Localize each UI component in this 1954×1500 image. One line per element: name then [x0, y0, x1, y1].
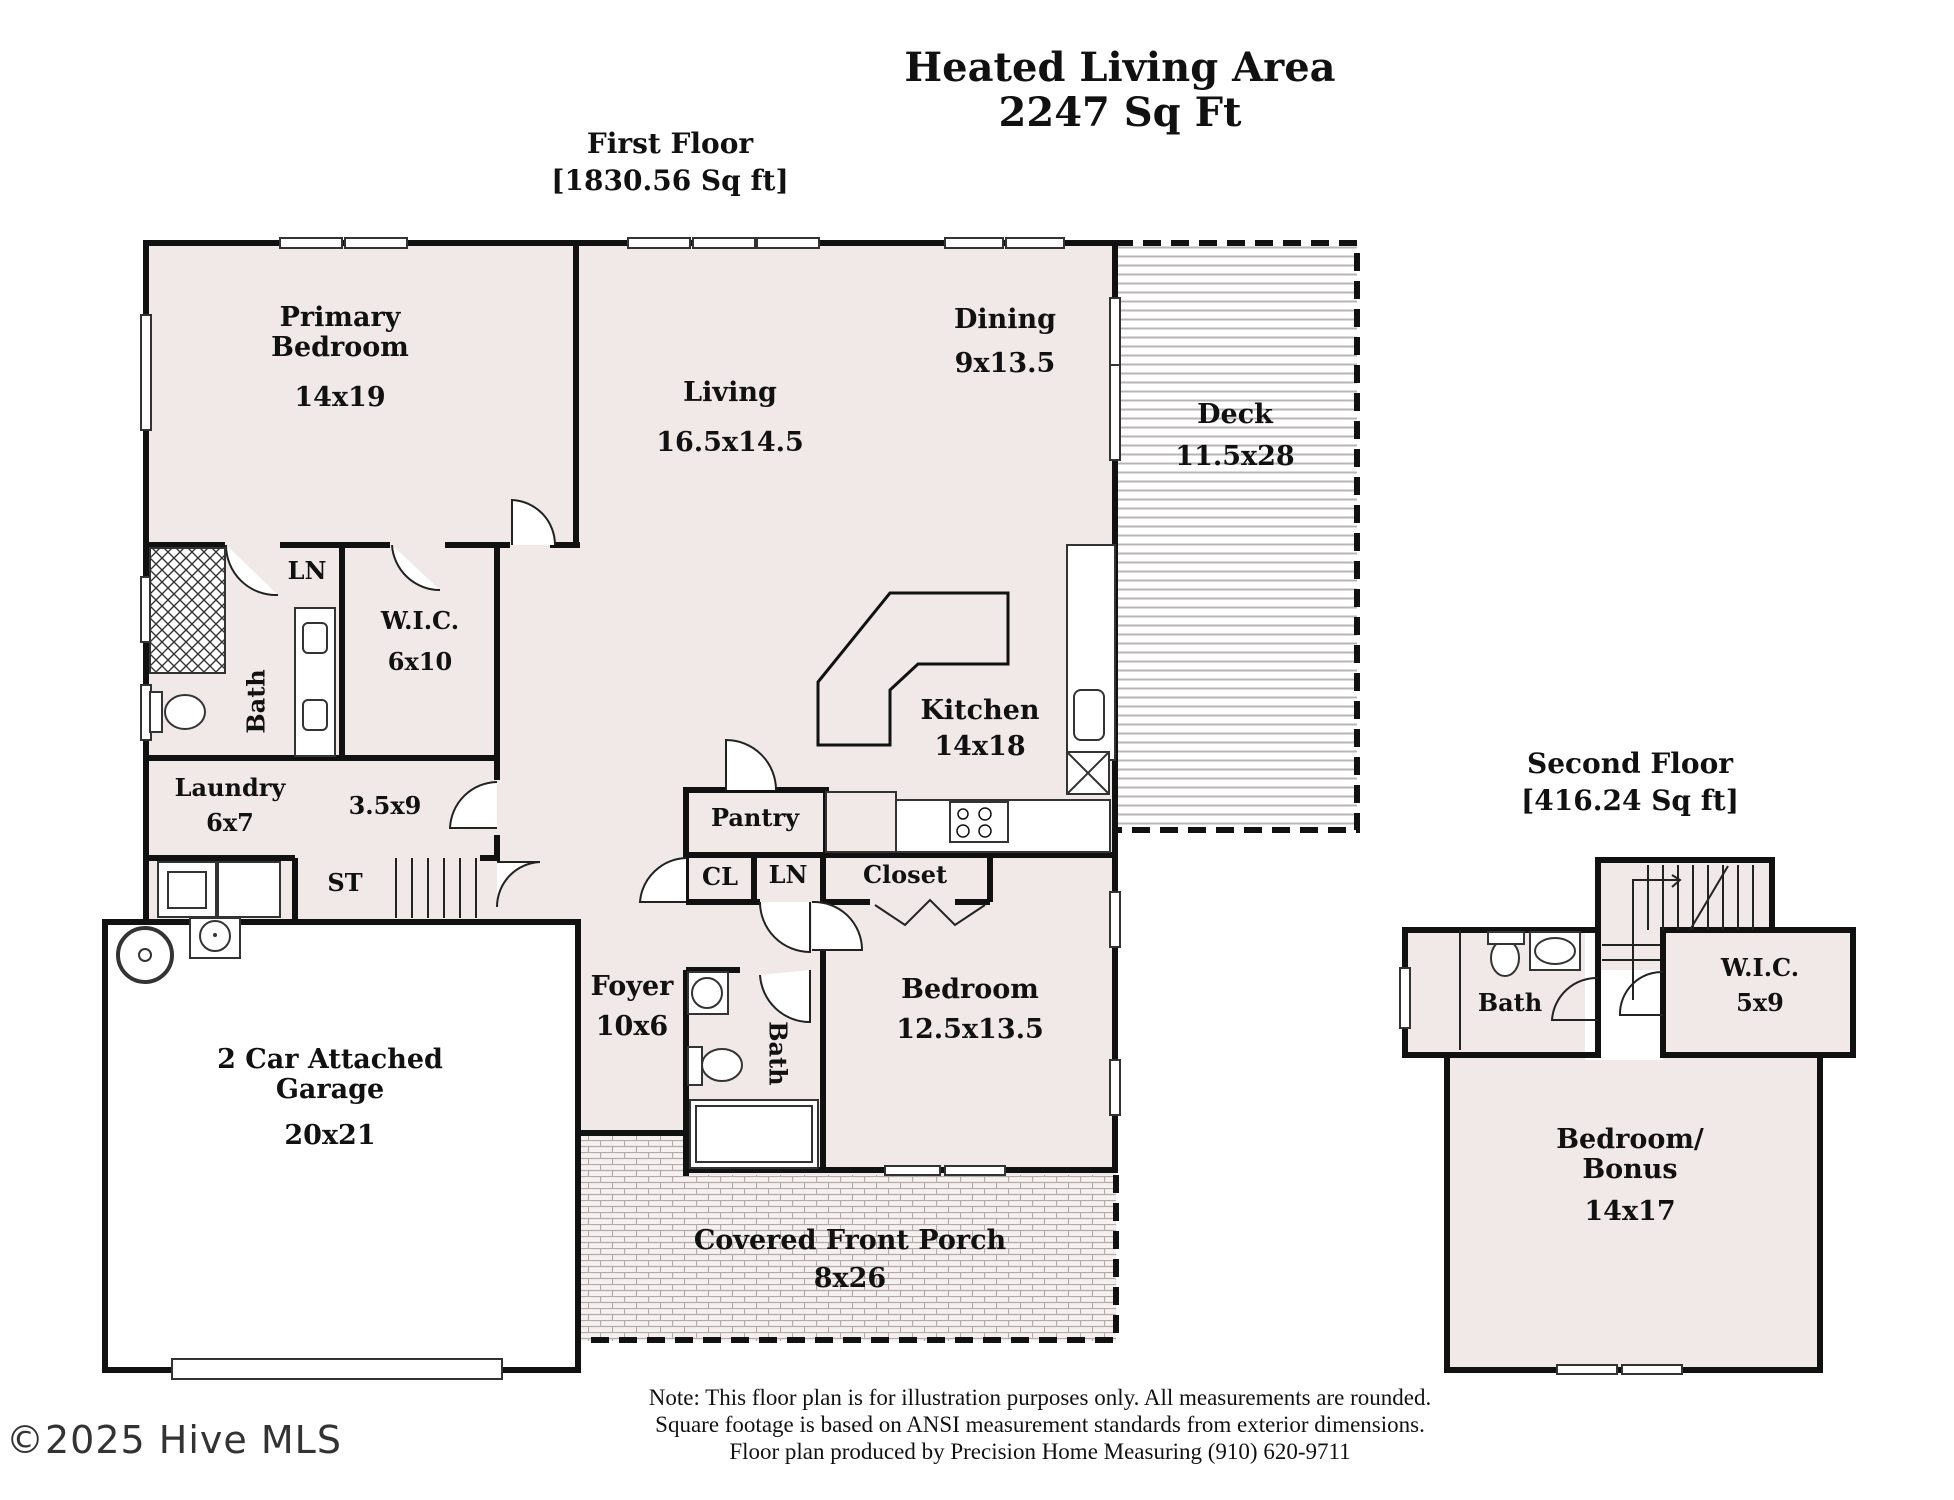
room-dimensions: 3.5x9 — [348, 791, 422, 820]
disclaimer-note: Note: This floor plan is for illustratio… — [560, 1385, 1520, 1466]
room-bonus: Bedroom/ Bonus 14x17 — [1520, 1124, 1740, 1228]
room-primary-bath: Bath — [241, 666, 271, 736]
room-name: W.I.C. — [1720, 953, 1800, 982]
kitchen-fixtures — [816, 544, 1116, 853]
room-name: Bath — [1477, 988, 1543, 1017]
room-coat-closet: CL — [690, 862, 750, 891]
room-name: CL — [702, 862, 738, 891]
room-hall-linen: LN — [758, 860, 818, 889]
room-name: Pantry — [710, 803, 800, 832]
room-name: LN — [287, 556, 327, 585]
room-closet: Closet — [840, 860, 970, 889]
room-name: Bath — [763, 1021, 793, 1086]
room-dimensions: 10x6 — [595, 1011, 669, 1043]
second-floor-area: [416.24 Sq ft] — [1521, 784, 1739, 818]
first-floor-area: [1830.56 Sq ft] — [551, 164, 789, 198]
room-name: Deck — [1197, 399, 1273, 430]
room-dimensions: 5x9 — [1736, 987, 1784, 1017]
room-dimensions: 12.5x13.5 — [896, 1014, 1044, 1046]
room-dimensions: 8x26 — [813, 1263, 887, 1295]
room-name: LN — [768, 860, 808, 889]
room-dining: Dining 9x13.5 — [915, 304, 1095, 380]
room-name: Closet — [862, 860, 948, 889]
heated-area-total: 2247 Sq Ft — [998, 88, 1242, 136]
room-bedroom: Bedroom 12.5x13.5 — [875, 974, 1065, 1046]
room-name: 2 Car Attached — [217, 1044, 443, 1075]
note-line: Square footage is based on ANSI measurem… — [655, 1411, 1425, 1437]
garage-area — [102, 917, 581, 1380]
room-hall-bath: Bath — [763, 1018, 793, 1088]
room-name: Kitchen — [920, 695, 1040, 726]
room-name: ST — [327, 868, 363, 897]
room-dimensions: 20x21 — [284, 1120, 376, 1152]
room-deck: Deck 11.5x28 — [1155, 399, 1315, 473]
deck-area — [1115, 240, 1360, 833]
room-kitchen: Kitchen 14x18 — [900, 695, 1060, 763]
windows-first-floor — [140, 237, 1121, 1176]
stairs-first-floor — [395, 858, 477, 918]
room-dimensions: 11.5x28 — [1175, 441, 1295, 473]
note-line: Note: This floor plan is for illustratio… — [648, 1385, 1432, 1410]
room-name: Living — [683, 377, 777, 408]
room-dimensions: 16.5x14.5 — [656, 427, 804, 459]
second-floor-title: Second Floor — [1526, 747, 1734, 780]
room-dimensions: 6x7 — [206, 807, 254, 837]
note-line: Floor plan produced by Precision Home Me… — [729, 1438, 1351, 1464]
room-name: Bonus — [1582, 1154, 1678, 1186]
hall-bath-fixtures — [687, 971, 819, 1169]
room-second-bath: Bath — [1470, 988, 1550, 1017]
room-name: Dining — [953, 304, 1057, 335]
primary-bath-fixtures — [149, 547, 336, 757]
room-dimensions: 14x18 — [934, 731, 1026, 763]
room-storage: ST — [315, 868, 375, 897]
first-floor-title: First Floor — [586, 127, 754, 160]
room-dimensions: 6x10 — [387, 646, 453, 676]
heated-area-title: Heated Living Area 2247 Sq Ft — [900, 44, 1340, 136]
room-living: Living 16.5x14.5 — [630, 377, 830, 459]
interior-walls — [146, 243, 1115, 1173]
second-floor-drawing — [1399, 857, 1856, 1375]
room-name: Bedroom/ — [1556, 1124, 1704, 1155]
room-name: Bedroom — [901, 974, 1039, 1005]
doors-first-floor — [225, 498, 986, 1024]
copyright-watermark: ©2025 Hive MLS — [6, 1418, 342, 1462]
room-name: Laundry — [174, 773, 286, 802]
room-name: Bath — [241, 669, 271, 734]
heated-area-label: Heated Living Area — [904, 44, 1336, 91]
room-dimensions: 9x13.5 — [954, 348, 1056, 380]
room-second-wic: W.I.C. 5x9 — [1690, 953, 1830, 1017]
room-hall: 3.5x9 — [335, 791, 435, 820]
second-floor-heading: Second Floor [416.24 Sq ft] — [1480, 748, 1780, 817]
room-primary-bedroom: Primary Bedroom 14x19 — [240, 302, 440, 414]
room-name: Covered Front Porch — [693, 1225, 1007, 1256]
room-laundry: Laundry 6x7 — [160, 773, 300, 837]
room-name: Garage — [275, 1074, 385, 1106]
room-name: Primary — [279, 302, 401, 333]
room-primary-linen: LN — [282, 556, 332, 585]
laundry-appliances — [157, 861, 281, 918]
room-name: Foyer — [590, 971, 674, 1002]
room-name: Bedroom — [271, 332, 409, 364]
room-primary-wic: W.I.C. 6x10 — [350, 606, 490, 676]
room-porch: Covered Front Porch 8x26 — [650, 1225, 1050, 1295]
room-dimensions: 14x17 — [1584, 1196, 1676, 1228]
first-floor-heading: First Floor [1830.56 Sq ft] — [520, 128, 820, 197]
room-name: W.I.C. — [380, 606, 460, 635]
room-dimensions: 14x19 — [294, 382, 386, 414]
room-pantry: Pantry — [690, 803, 820, 832]
room-garage: 2 Car Attached Garage 20x21 — [190, 1044, 470, 1152]
room-foyer: Foyer 10x6 — [572, 971, 692, 1043]
